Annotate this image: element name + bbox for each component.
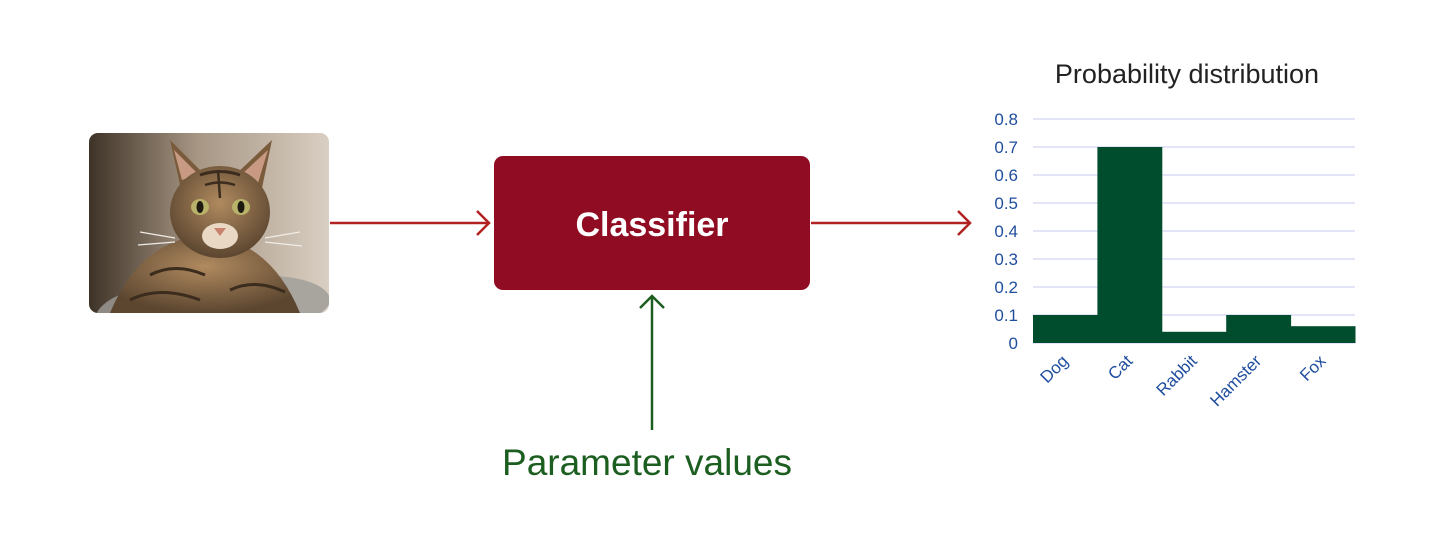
bar-fox [1290, 326, 1356, 343]
x-tick-label: Cat [1104, 351, 1136, 383]
parameter-values-label: Parameter values [502, 442, 792, 483]
probability-chart: Probability distribution 0 0.1 0.2 0.3 0.4 0.… [994, 59, 1356, 410]
x-tick-label: Hamster [1206, 351, 1265, 410]
x-tick-label: Dog [1037, 351, 1072, 386]
classifier-box [494, 156, 810, 290]
parameter-arrow [639, 294, 665, 430]
cat-photo-icon [89, 133, 329, 313]
chart-bars [1033, 147, 1356, 343]
y-tick-label: 0.8 [994, 110, 1018, 129]
y-tick-label: 0.7 [994, 138, 1018, 157]
y-tick-label: 0.1 [994, 306, 1018, 325]
bar-rabbit [1161, 331, 1227, 343]
y-tick-label: 0 [1009, 334, 1018, 353]
chart-y-ticks: 0 0.1 0.2 0.3 0.4 0.5 0.6 0.7 0.8 [994, 110, 1018, 353]
bar-dog [1033, 315, 1098, 343]
y-tick-label: 0.4 [994, 222, 1018, 241]
y-tick-label: 0.5 [994, 194, 1018, 213]
chart-title: Probability distribution [1055, 59, 1319, 89]
y-tick-label: 0.6 [994, 166, 1018, 185]
bar-hamster [1226, 315, 1292, 343]
bar-cat [1097, 147, 1163, 343]
chart-grid [1033, 118, 1355, 344]
x-tick-label: Fox [1296, 351, 1330, 385]
y-tick-label: 0.2 [994, 278, 1018, 297]
classifier-label: Classifier [575, 206, 728, 244]
input-arrow [330, 210, 491, 236]
output-arrow [811, 210, 972, 236]
y-tick-label: 0.3 [994, 250, 1018, 269]
x-tick-label: Rabbit [1153, 351, 1201, 399]
